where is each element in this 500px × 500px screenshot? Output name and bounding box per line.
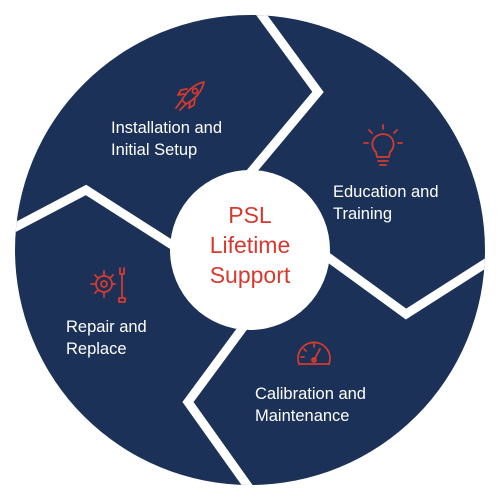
segment-calibration-line-1: Calibration and (255, 385, 366, 403)
center-title: PSL Lifetime Support (210, 202, 291, 288)
center-circle (170, 170, 330, 330)
center-title-line-1: PSL (228, 202, 272, 228)
segment-calibration-line-2: Maintenance (255, 407, 349, 425)
segment-education: Education and Training (333, 124, 439, 223)
gauge-icon (297, 341, 331, 365)
separator-right (315, 246, 485, 320)
lightbulb-icon (363, 124, 403, 166)
segment-installation-line-1: Installation and (111, 119, 222, 137)
segment-installation: Installation and Initial Setup (111, 81, 222, 159)
segment-calibration: Calibration and Maintenance (255, 341, 366, 425)
rocket-icon (175, 81, 205, 111)
separator-bottom (182, 315, 256, 485)
segment-repair-line-2: Replace (66, 340, 127, 358)
gear-wrench-icon (90, 267, 126, 303)
separator-left (15, 184, 183, 254)
segment-installation-line-2: Initial Setup (111, 141, 197, 159)
segment-separators (15, 15, 485, 485)
segment-education-line-1: Education and (333, 183, 439, 201)
segment-repair: Repair and Replace (66, 267, 147, 358)
separator-top (242, 15, 324, 181)
center-title-line-2: Lifetime (210, 232, 291, 258)
center-title-line-3: Support (210, 262, 291, 288)
segment-education-line-2: Training (333, 205, 392, 223)
segment-repair-line-1: Repair and (66, 318, 147, 336)
